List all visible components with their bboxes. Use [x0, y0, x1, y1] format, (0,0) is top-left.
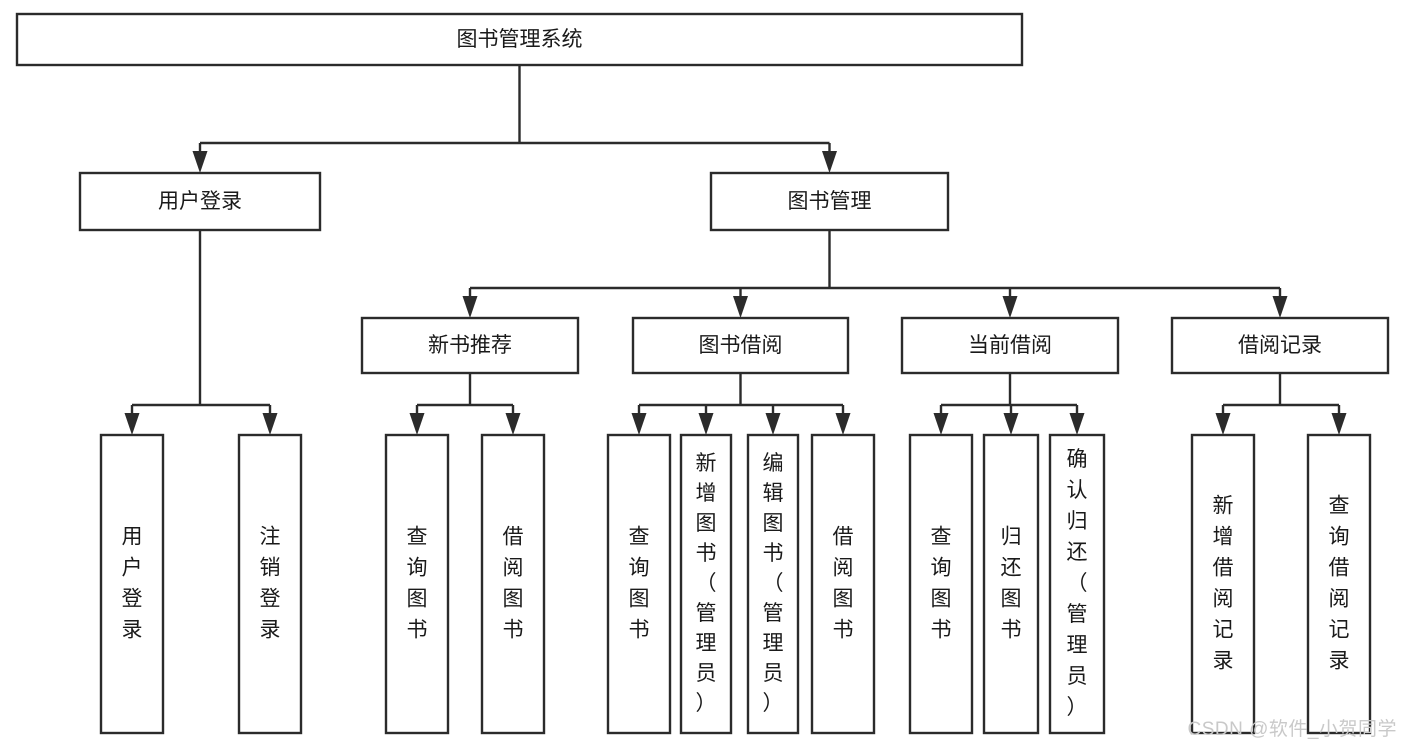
node-label-leaf-query-1: 查询图书 [407, 525, 428, 641]
node-label-leaf-add-rec: 新增借阅记录 [1213, 494, 1234, 672]
arrow-head-leaf-add-rec [1215, 413, 1231, 435]
node-book-manage[interactable]: 图书管理 [709, 171, 950, 232]
node-label-leaf-add-book: 新增图书（管理员） [696, 452, 717, 715]
csdn-watermark: CSDN @软件_小贺同学 [1187, 719, 1397, 740]
node-label-leaf-confirm: 确认归还（管理员） [1067, 448, 1088, 719]
node-leaf-borrow-1[interactable]: 借阅图书 [480, 433, 546, 735]
node-leaf-edit-book[interactable]: 编辑图书（管理员） [746, 433, 800, 735]
node-leaf-logout[interactable]: 注销登录 [237, 433, 303, 735]
node-leaf-return[interactable]: 归还图书 [982, 433, 1040, 735]
node-box-leaf-query-rec [1306, 433, 1372, 735]
node-label-leaf-query-rec: 查询借阅记录 [1329, 494, 1350, 672]
node-label-borrow-records: 借阅记录 [1238, 334, 1322, 357]
node-box-leaf-borrow-2 [810, 433, 876, 735]
arrow-head-leaf-add-book [698, 413, 714, 435]
node-leaf-user-login[interactable]: 用户登录 [99, 433, 165, 735]
arrow-head-book-manage [822, 151, 837, 173]
arrow-head-current-borrow [1002, 296, 1018, 318]
node-leaf-confirm[interactable]: 确认归还（管理员） [1048, 433, 1106, 735]
node-box-borrow-records [1170, 316, 1390, 375]
node-box-book-manage [709, 171, 950, 232]
node-leaf-query-2[interactable]: 查询图书 [606, 433, 672, 735]
node-box-leaf-add-rec [1190, 433, 1256, 735]
node-leaf-add-book[interactable]: 新增图书（管理员） [679, 433, 733, 735]
node-root[interactable]: 图书管理系统 [15, 12, 1024, 67]
node-label-leaf-borrow-1: 借阅图书 [503, 525, 524, 641]
node-leaf-borrow-2[interactable]: 借阅图书 [810, 433, 876, 735]
arrow-head-leaf-return [1003, 413, 1019, 435]
node-label-root: 图书管理系统 [457, 28, 583, 51]
node-leaf-query-3[interactable]: 查询图书 [908, 433, 974, 735]
node-label-book-borrow: 图书借阅 [699, 334, 783, 357]
arrow-head-leaf-query-3 [933, 413, 949, 435]
node-box-leaf-borrow-1 [480, 433, 546, 735]
arrow-head-user-login [192, 151, 208, 173]
node-label-leaf-borrow-2: 借阅图书 [833, 525, 854, 641]
node-leaf-query-1[interactable]: 查询图书 [384, 433, 450, 735]
node-box-leaf-query-2 [606, 433, 672, 735]
arrow-head-leaf-user-login [124, 413, 140, 435]
node-box-new-book-rec [360, 316, 580, 375]
node-leaf-query-rec[interactable]: 查询借阅记录 [1306, 433, 1372, 735]
node-box-leaf-add-book [679, 433, 733, 735]
node-box-current-borrow [900, 316, 1120, 375]
arrow-head-leaf-borrow-1 [505, 413, 521, 435]
arrow-head-leaf-confirm [1069, 413, 1085, 435]
node-label-leaf-return: 归还图书 [1001, 525, 1022, 641]
node-book-borrow[interactable]: 图书借阅 [631, 316, 850, 375]
nodes-layer: 图书管理系统用户登录图书管理新书推荐图书借阅当前借阅借阅记录用户登录注销登录查询… [15, 12, 1390, 735]
arrow-head-book-borrow [733, 296, 748, 318]
node-label-current-borrow: 当前借阅 [968, 334, 1052, 357]
node-box-leaf-user-login [99, 433, 165, 735]
arrow-head-leaf-query-rec [1331, 413, 1347, 435]
arrow-head-borrow-records [1272, 296, 1288, 318]
node-box-leaf-return [982, 433, 1040, 735]
node-label-leaf-query-2: 查询图书 [629, 525, 650, 641]
node-box-book-borrow [631, 316, 850, 375]
node-borrow-records[interactable]: 借阅记录 [1170, 316, 1390, 375]
edges-layer [124, 65, 1347, 435]
node-new-book-rec[interactable]: 新书推荐 [360, 316, 580, 375]
node-box-user-login [78, 171, 322, 232]
arrow-head-leaf-query-1 [409, 413, 425, 435]
arrow-head-new-book-rec [462, 296, 478, 318]
arrow-head-leaf-edit-book [765, 413, 781, 435]
node-label-user-login: 用户登录 [158, 190, 242, 213]
node-box-leaf-edit-book [746, 433, 800, 735]
node-label-book-manage: 图书管理 [788, 190, 872, 213]
node-label-leaf-query-3: 查询图书 [931, 525, 952, 641]
node-box-leaf-query-1 [384, 433, 450, 735]
arrow-head-leaf-logout [262, 413, 278, 435]
node-current-borrow[interactable]: 当前借阅 [900, 316, 1120, 375]
node-label-leaf-logout: 注销登录 [260, 525, 281, 641]
node-label-new-book-rec: 新书推荐 [428, 334, 512, 357]
node-leaf-add-rec[interactable]: 新增借阅记录 [1190, 433, 1256, 735]
node-label-leaf-user-login: 用户登录 [122, 525, 143, 641]
node-box-leaf-query-3 [908, 433, 974, 735]
node-box-leaf-confirm [1048, 433, 1106, 735]
node-box-root [15, 12, 1024, 67]
arrow-head-leaf-borrow-2 [835, 413, 851, 435]
node-label-leaf-edit-book: 编辑图书（管理员） [763, 452, 784, 715]
node-box-leaf-logout [237, 433, 303, 735]
arrow-head-leaf-query-2 [631, 413, 647, 435]
node-user-login[interactable]: 用户登录 [78, 171, 322, 232]
